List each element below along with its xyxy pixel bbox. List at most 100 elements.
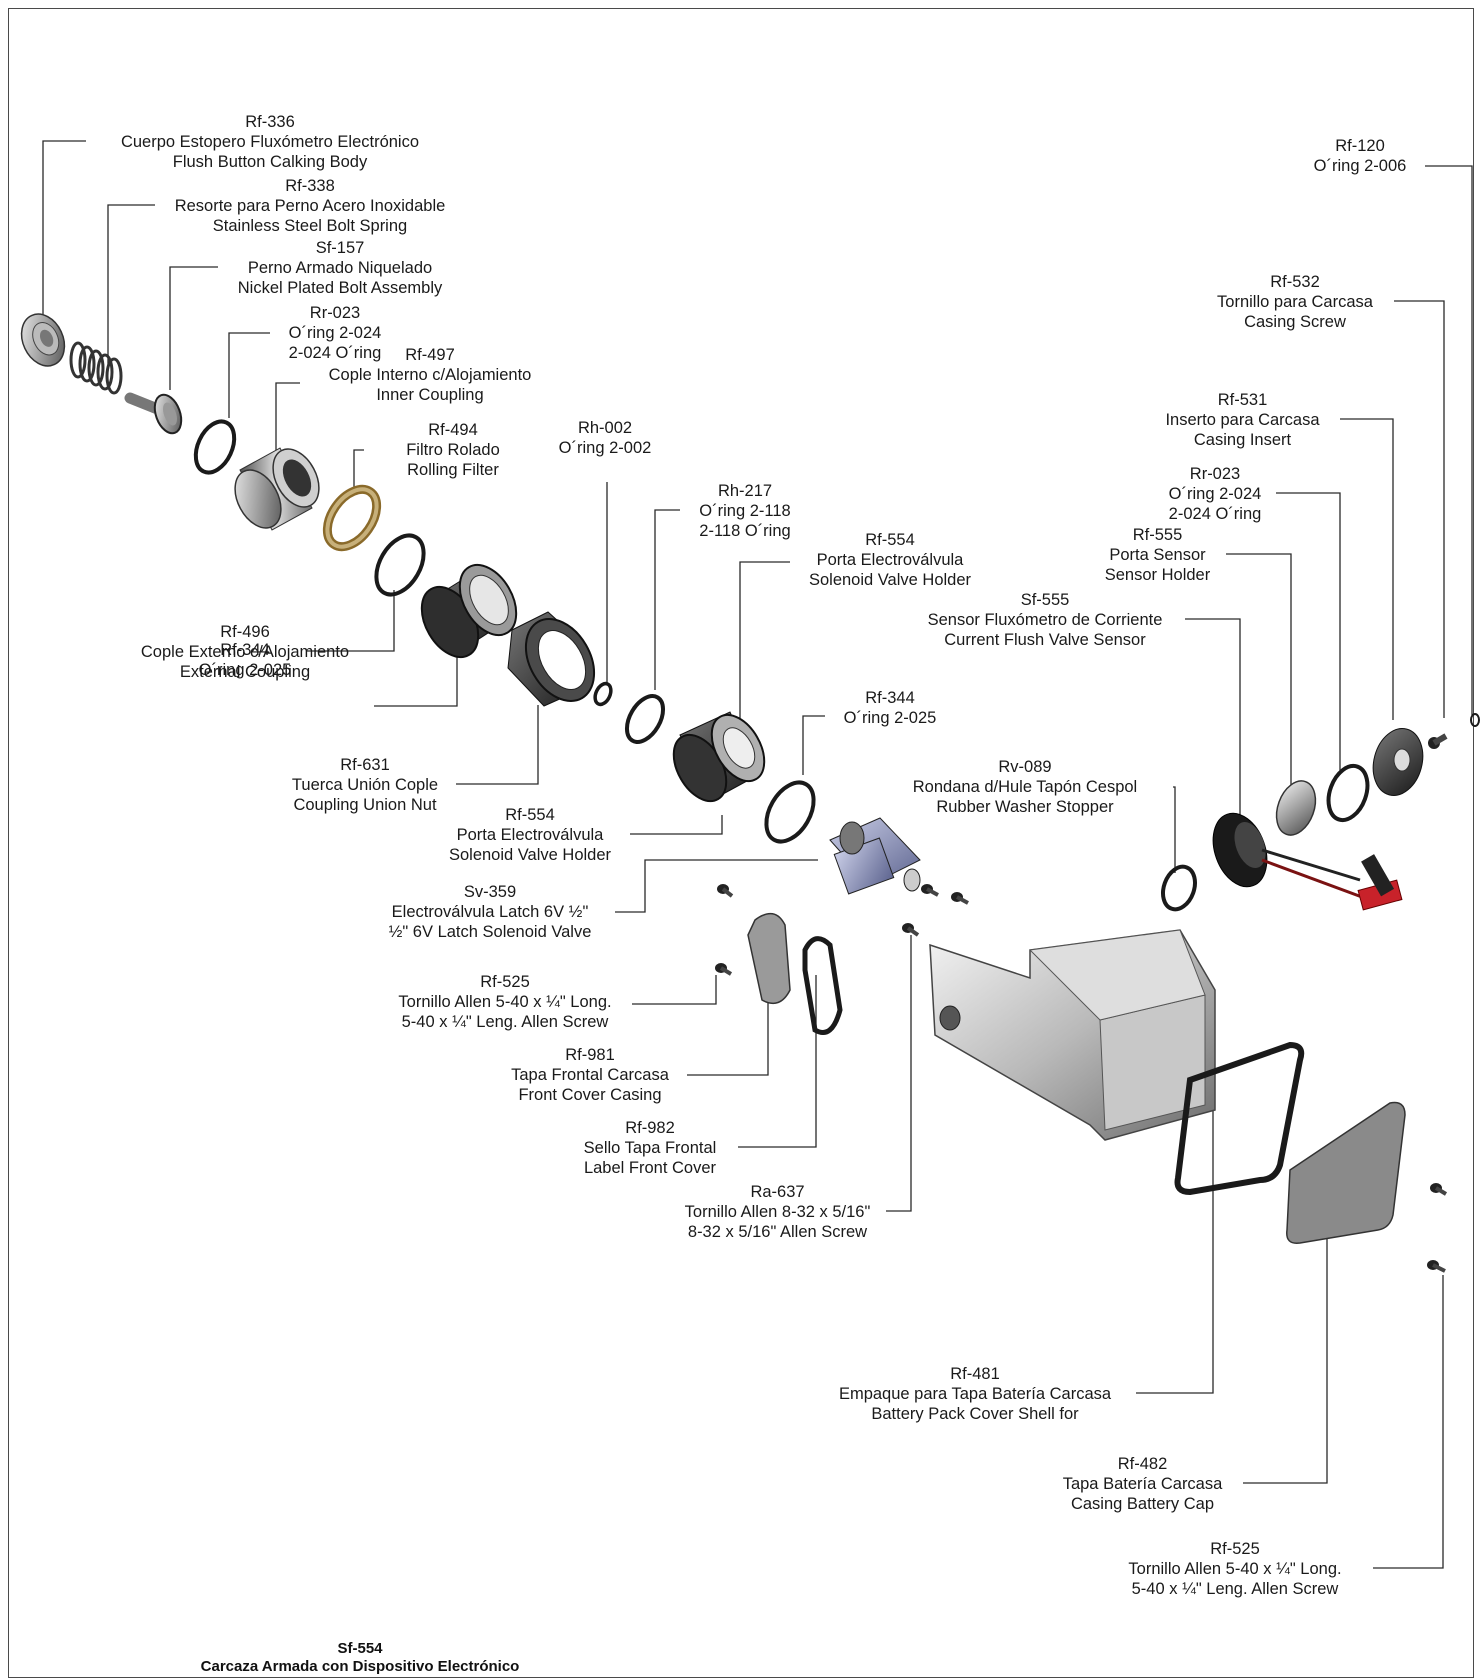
label-rf336: Rf-336 Cuerpo Estopero Fluxómetro Electr… — [80, 112, 460, 172]
leader-rf344b — [306, 590, 395, 652]
part-name: Rondana d/Hule Tapón Cespol — [912, 778, 1138, 796]
part-rh217 — [624, 694, 666, 744]
part-rf496 — [420, 563, 518, 659]
label-rf554b: Rf-554 Porta Electroválvula Solenoid Val… — [430, 805, 630, 865]
part-code: Rf-525 — [1210, 1540, 1260, 1558]
part-rf494 — [322, 484, 382, 552]
part-sv359 — [829, 817, 921, 895]
part-name: Tapa Batería Carcasa — [1062, 1475, 1223, 1493]
label-rf982: Rf-982 Sello Tapa Frontal Label Front Co… — [570, 1118, 730, 1178]
screw-5 — [902, 923, 920, 937]
part-name: Porta Sensor — [1109, 546, 1206, 564]
part-name: O´ring 2-024 — [1168, 485, 1262, 503]
label-rf120: Rf-120 O´ring 2-006 — [1295, 136, 1425, 176]
part-name: Tornillo Allen 5-40 x ¼" Long. — [398, 993, 612, 1011]
label-rh002: Rh-002 O´ring 2-002 — [540, 418, 670, 458]
part-rh002 — [593, 681, 613, 707]
part-rf531 — [1372, 728, 1424, 796]
part-rf482 — [1286, 1101, 1406, 1244]
screw-2 — [715, 963, 733, 976]
part-desc: Coupling Union Nut — [293, 796, 437, 814]
part-desc: Sensor Holder — [1104, 566, 1211, 584]
part-code: Rf-344 — [865, 689, 915, 707]
part-code: Rf-481 — [950, 1365, 1000, 1383]
part-name: O´ring 2-006 — [1313, 157, 1407, 175]
part-code: Rf-555 — [1132, 526, 1183, 544]
part-desc: Current Flush Valve Sensor — [944, 631, 1146, 649]
part-name: Tornillo para Carcasa — [1217, 293, 1373, 311]
leader-rf120 — [1425, 165, 1473, 715]
screw-3 — [921, 884, 939, 897]
leader-sf157 — [169, 266, 218, 390]
part-code: Rh-002 — [577, 419, 633, 437]
label-rf631: Rf-631 Tuerca Unión Cople Coupling Union… — [270, 755, 460, 815]
leader-rf336 — [42, 140, 86, 318]
part-name: Resorte para Perno Acero Inoxidable — [174, 197, 446, 215]
label-rf532: Rf-532 Tornillo para Carcasa Casing Scre… — [1195, 272, 1395, 332]
part-rr023a — [193, 419, 237, 475]
part-sf157 — [124, 392, 183, 435]
part-desc: 2-024 O´ring — [1168, 505, 1262, 523]
part-code: Sf-157 — [315, 239, 365, 257]
part-sf555 — [1212, 812, 1403, 911]
label-rf344a: Rf-344 O´ring 2-025 — [825, 688, 955, 728]
leader-ra637 — [886, 935, 912, 1212]
screw-8 — [1428, 733, 1448, 749]
label-rf338: Rf-338 Resorte para Perno Acero Inoxidab… — [140, 176, 480, 236]
part-casing — [929, 929, 1216, 1141]
oring-rf120 — [1470, 713, 1480, 727]
part-desc: Front Cover Casing — [518, 1086, 662, 1104]
part-code: Rr-023 — [1189, 465, 1241, 483]
diagram-title: Sf-554 Carcaza Armada con Dispositivo El… — [150, 1640, 570, 1676]
label-ra637: Ra-637 Tornillo Allen 8-32 x 5/16" 8-32 … — [665, 1182, 890, 1242]
leader-rr023a — [228, 332, 270, 418]
part-code: Sf-555 — [1020, 591, 1070, 609]
leader-rr023b — [1276, 492, 1341, 775]
screw-1 — [717, 884, 734, 898]
leader-rf554b — [630, 815, 723, 835]
part-name: O´ring 2-002 — [558, 439, 652, 457]
label-rf497: Rf-497 Cople Interno c/Alojamiento Inner… — [300, 345, 560, 405]
part-rf338 — [69, 341, 123, 395]
leader-rh217 — [654, 509, 680, 690]
part-code: Rr-023 — [309, 304, 361, 322]
label-rf554a: Rf-554 Porta Electroválvula Solenoid Val… — [790, 530, 990, 590]
part-rr023b — [1326, 763, 1370, 823]
part-name: O´ring 2-118 — [699, 502, 791, 520]
part-code: Rf-525 — [480, 973, 530, 991]
leader-sv359 — [615, 859, 818, 913]
screws-small — [715, 713, 1480, 1273]
part-code: Rf-532 — [1270, 273, 1320, 291]
part-rf344a — [764, 780, 816, 844]
part-code: Rf-981 — [565, 1046, 615, 1064]
leader-rf338 — [107, 204, 155, 370]
part-desc: 2-024 O´ring — [288, 344, 382, 362]
part-desc: Rubber Washer Stopper — [936, 798, 1114, 816]
label-rf555: Rf-555 Porta Sensor Sensor Holder — [1090, 525, 1225, 585]
label-rf344b: Rf-344 O´ring 2-025 — [175, 640, 315, 680]
leader-rf494 — [353, 449, 364, 492]
label-rf525b: Rf-525 Tornillo Allen 5-40 x ¼" Long. 5-… — [1100, 1539, 1370, 1599]
leader-rf525b — [1373, 1275, 1444, 1569]
leader-rf496 — [374, 645, 458, 707]
leader-rf555 — [1226, 553, 1292, 788]
label-rf496: Rf-496 Cople Externo c/Alojamiento Exter… — [110, 622, 380, 682]
part-name: Perno Armado Niquelado — [247, 259, 433, 277]
part-name: O´ring 2-024 — [288, 324, 382, 342]
label-rf981: Rf-981 Tapa Frontal Carcasa Front Cover … — [495, 1045, 685, 1105]
part-code: Ra-637 — [750, 1183, 805, 1201]
part-code: Rh-217 — [717, 482, 773, 500]
part-rv089 — [1161, 864, 1197, 912]
part-code: Rf-496 — [220, 623, 270, 641]
part-desc: Stainless Steel Bolt Spring — [212, 217, 408, 235]
part-code: Rv-089 — [998, 758, 1052, 776]
label-rh217: Rh-217 O´ring 2-118 2-118 O´ring — [680, 481, 810, 541]
part-name: Electroválvula Latch 6V ½" — [391, 903, 589, 921]
leader-rf497 — [275, 382, 300, 455]
part-code: Rf-497 — [405, 346, 455, 364]
part-code: Rf-631 — [340, 756, 390, 774]
part-name: Cuerpo Estopero Fluxómetro Electrónico — [120, 133, 420, 151]
part-code: Rf-344 — [220, 641, 270, 659]
part-rf554 — [672, 711, 766, 803]
title-code: Sf-554 — [337, 1640, 383, 1657]
